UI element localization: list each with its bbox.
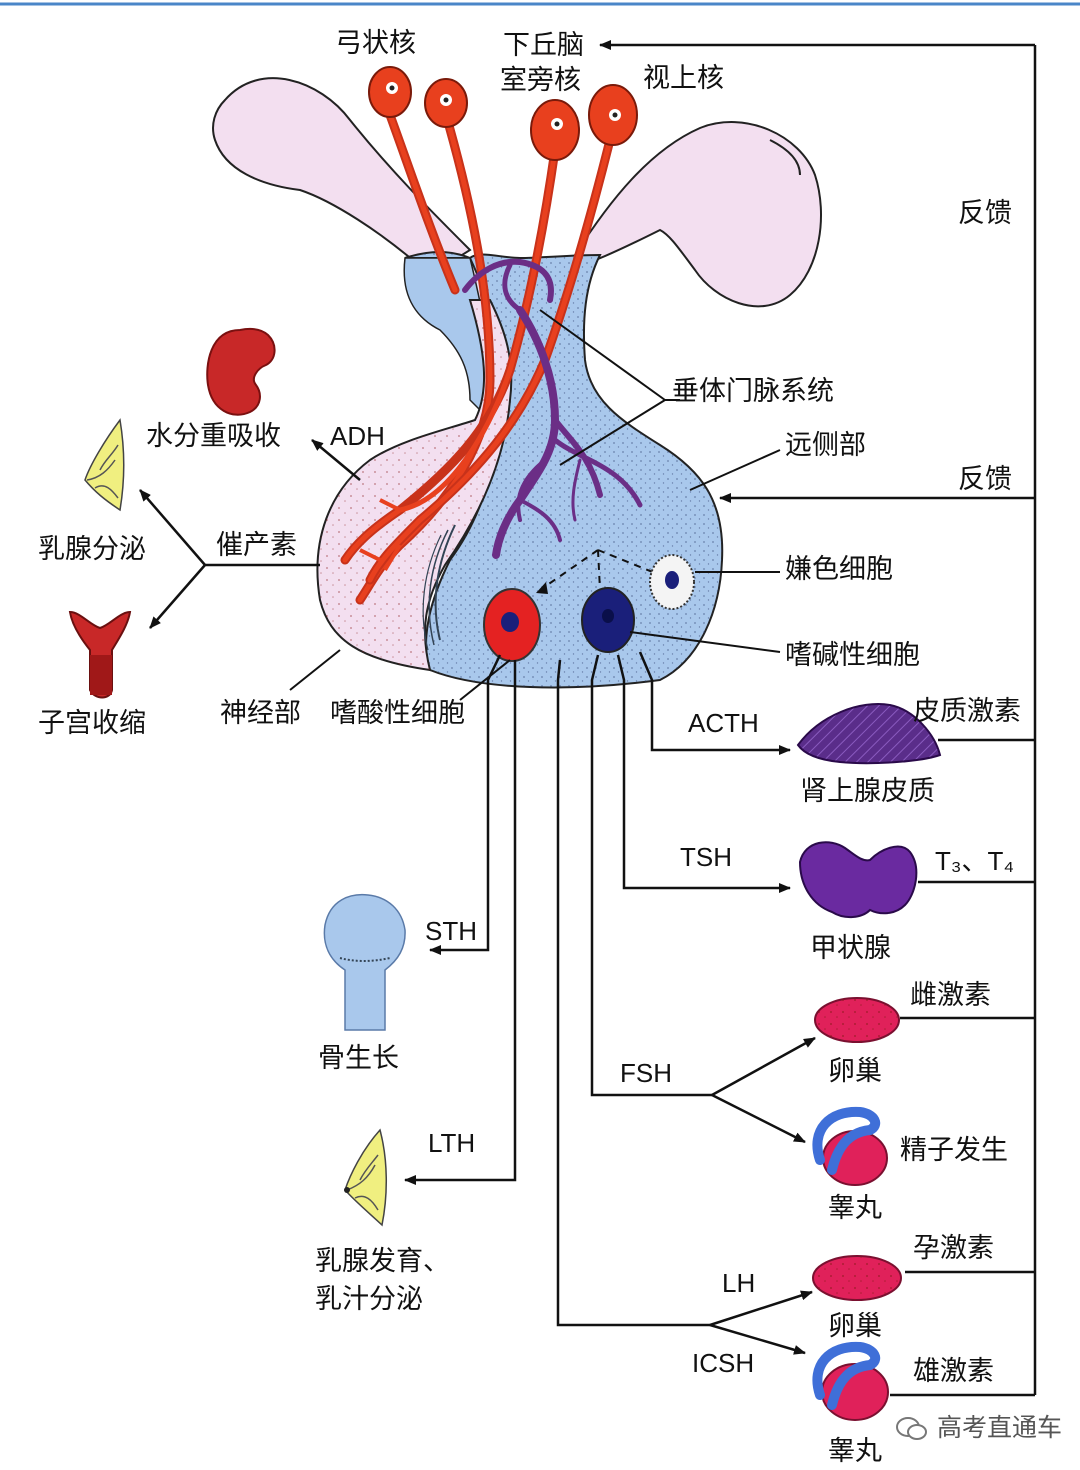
- testis-icon: [812, 1341, 889, 1421]
- adh-label: ADH: [330, 421, 385, 451]
- testis-label-2: 睾丸: [828, 1436, 882, 1467]
- ovary-label-2: 卵巢: [828, 1311, 882, 1342]
- progesterone-label: 孕激素: [913, 1233, 994, 1264]
- neural-part-label: 神经部: [220, 698, 301, 729]
- tsh-label: TSH: [680, 842, 732, 872]
- portal-system-label: 垂体门脉系统: [672, 376, 834, 407]
- testis-icon: [812, 1106, 888, 1186]
- acidophil-cell: [483, 588, 541, 662]
- bone-icon: [323, 893, 406, 1031]
- thyroid-label: 甲状腺: [810, 933, 891, 964]
- spermatogenesis-label: 精子发生: [900, 1135, 1008, 1166]
- adrenal-cortex-label: 肾上腺皮质: [800, 776, 935, 807]
- t3-t4-label: T₃、T₄: [935, 846, 1014, 876]
- hormone-lines: [404, 651, 816, 1355]
- portal-vessels: [462, 258, 643, 559]
- cortex-hormone-label: 皮质激素: [913, 696, 1021, 727]
- ovary-icon: [812, 1255, 902, 1301]
- uterus-icon: [68, 610, 132, 699]
- acth-label: ACTH: [688, 708, 759, 738]
- pointer-lines: [289, 309, 781, 701]
- mammary-gland-icon: [344, 1128, 387, 1227]
- hypothalamus-label: 下丘脑: [503, 30, 584, 61]
- feedback-label-mid: 反馈: [958, 464, 1012, 495]
- fsh-label: FSH: [620, 1058, 672, 1088]
- secretion-lines: [539, 549, 661, 591]
- wechat-icon: [896, 1417, 927, 1440]
- basophil-cell: [581, 587, 635, 653]
- estrogen-label: 雌激素: [910, 980, 991, 1011]
- distal-part-label: 远侧部: [785, 430, 866, 461]
- supraoptic-nucleus-label: 视上核: [643, 63, 724, 94]
- milk-ejection-label: 乳腺分泌: [38, 534, 146, 565]
- watermark-text: 高考直通车: [936, 1413, 1062, 1442]
- lth-label: LTH: [428, 1128, 476, 1158]
- ovary-label-1: 卵巢: [828, 1056, 882, 1087]
- uterus-contraction-label: 子宫收缩: [38, 708, 146, 739]
- mammary-gland-icon: [84, 418, 125, 512]
- feedback-loop: [599, 40, 1037, 1397]
- arcuate-nucleus-label: 弓状核: [335, 28, 416, 59]
- mammary-development-label: 乳腺发育、: [315, 1246, 450, 1277]
- lh-label: LH: [722, 1268, 756, 1298]
- anterior-pituitary: [403, 251, 724, 689]
- sth-label: STH: [425, 916, 477, 946]
- thyroid-icon: [798, 841, 918, 918]
- hypothalamic-neurons: [340, 66, 638, 605]
- chromophobe-cell: [649, 554, 695, 610]
- bone-growth-label: 骨生长: [318, 1043, 399, 1074]
- acidophil-label: 嗜酸性细胞: [330, 698, 465, 729]
- adrenal-icon: [796, 703, 942, 765]
- basophil-label: 嗜碱性细胞: [785, 640, 920, 671]
- feedback-label-top: 反馈: [958, 198, 1012, 229]
- testis-label-1: 睾丸: [828, 1193, 882, 1224]
- kidney-icon: [206, 327, 276, 416]
- watermark: 高考直通车: [895, 1408, 1062, 1444]
- chromophobe-label: 嫌色细胞: [785, 554, 893, 585]
- androgen-label: 雄激素: [913, 1356, 994, 1387]
- oxytocin-label: 催产素: [216, 530, 297, 561]
- water-reabsorption-label: 水分重吸收: [146, 421, 281, 452]
- posterior-arrows: [139, 439, 361, 629]
- icsh-label: ICSH: [692, 1348, 755, 1378]
- milk-secretion-label: 乳汁分泌: [315, 1284, 423, 1315]
- paraventricular-nucleus-label: 室旁核: [500, 65, 581, 96]
- ovary-icon: [814, 997, 900, 1043]
